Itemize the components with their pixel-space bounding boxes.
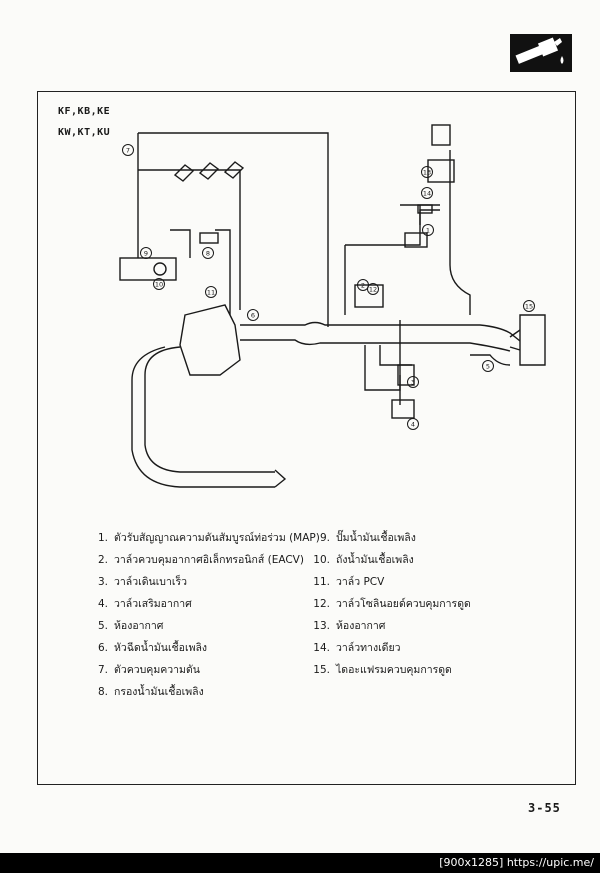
- fast-idle-valve: [397, 364, 415, 386]
- fuel-pump: [153, 262, 167, 276]
- footer-link[interactable]: [900x1285] https://upic.me/: [439, 856, 594, 869]
- callout-11: 11: [207, 289, 215, 297]
- fuel-filter: [199, 232, 219, 244]
- legend-item-2: 2.วาล์วควบคุมอากาศอิเล็กทรอนิกส์ (EACV): [97, 554, 304, 566]
- intake-duct: [240, 321, 521, 342]
- callout-12: 12: [369, 286, 377, 294]
- legend-item-7: 7.ตัวควบคุมความดัน: [97, 664, 200, 676]
- diagram-frame: [37, 91, 576, 785]
- callout-14: 14: [423, 190, 431, 198]
- legend-item-14: 14.วาล์วทางเดียว: [313, 642, 401, 654]
- fuel-tank: [119, 257, 177, 281]
- callout-1: 1: [426, 227, 430, 235]
- callout-3: 3: [411, 379, 415, 387]
- diagram-callouts: [122, 144, 535, 430]
- suction-diaphragm: [431, 124, 451, 146]
- callout-7: 7: [126, 147, 130, 155]
- map-sensor: [404, 232, 428, 248]
- fuel-injectors: [173, 161, 245, 182]
- fuel-section-badge: [510, 34, 572, 72]
- legend-item-10: 10.ถังน้ำมันเชื้อเพลิง: [313, 554, 414, 566]
- fuel-return-line: [138, 132, 329, 327]
- legend-item-6: 6.หัวฉีดน้ำมันเชื้อเพลิง: [97, 642, 208, 654]
- legend-item-8: 8.กรองน้ำมันเชื้อเพลิง: [97, 686, 204, 698]
- air-chamber-13: [427, 159, 455, 183]
- callout-10: 10: [155, 281, 163, 289]
- callout-2: 2: [361, 282, 365, 290]
- fuel-system-diagram: 1 2 3 4 5 6 7 8 9 10 11 12 13 14 15: [119, 124, 546, 488]
- callout-13: 13: [423, 169, 431, 177]
- legend-item-3: 3.วาล์วเดินเบาเร็ว: [97, 576, 187, 588]
- model-codes-line-1: KF,KB,KE: [58, 106, 111, 117]
- intake-pipe: [144, 346, 275, 473]
- callout-15: 15: [525, 303, 533, 311]
- footer-bar: [900x1285] https://upic.me/: [0, 853, 600, 873]
- legend-item-9: 9.ปั๊มน้ำมันเชื้อเพลิง: [319, 532, 416, 544]
- legend-item-15: 15.ไดอะแฟรมควบคุมการดูด: [313, 664, 452, 676]
- callout-5: 5: [486, 363, 490, 371]
- callout-9: 9: [144, 250, 148, 258]
- one-way-valve: [417, 204, 433, 214]
- page-number: 3-55: [528, 801, 561, 815]
- engine-block: [179, 304, 241, 376]
- legend-item-13: 13.ห้องอากาศ: [313, 620, 386, 632]
- legend-item-11: 11.วาล์ว PCV: [313, 576, 385, 588]
- fuel-nozzle-icon: [515, 37, 564, 64]
- model-codes-line-2: KW,KT,KU: [58, 127, 111, 138]
- air-assist-valve: [391, 399, 415, 419]
- air-chamber: [519, 314, 546, 366]
- legend-item-1: 1.ตัวรับสัญญาณความดันสัมบูรณ์ท่อร่วม (MA…: [97, 532, 320, 544]
- callout-6: 6: [251, 312, 255, 320]
- legend-item-5: 5.ห้องอากาศ: [97, 620, 164, 632]
- fuel-rail: [138, 169, 241, 310]
- callout-4: 4: [411, 421, 415, 429]
- legend-item-4: 4.วาล์วเสริมอากาศ: [97, 598, 192, 610]
- callout-8: 8: [206, 250, 210, 258]
- legend-item-12: 12.วาล์วโซลินอยด์ควบคุมการดูด: [313, 598, 471, 610]
